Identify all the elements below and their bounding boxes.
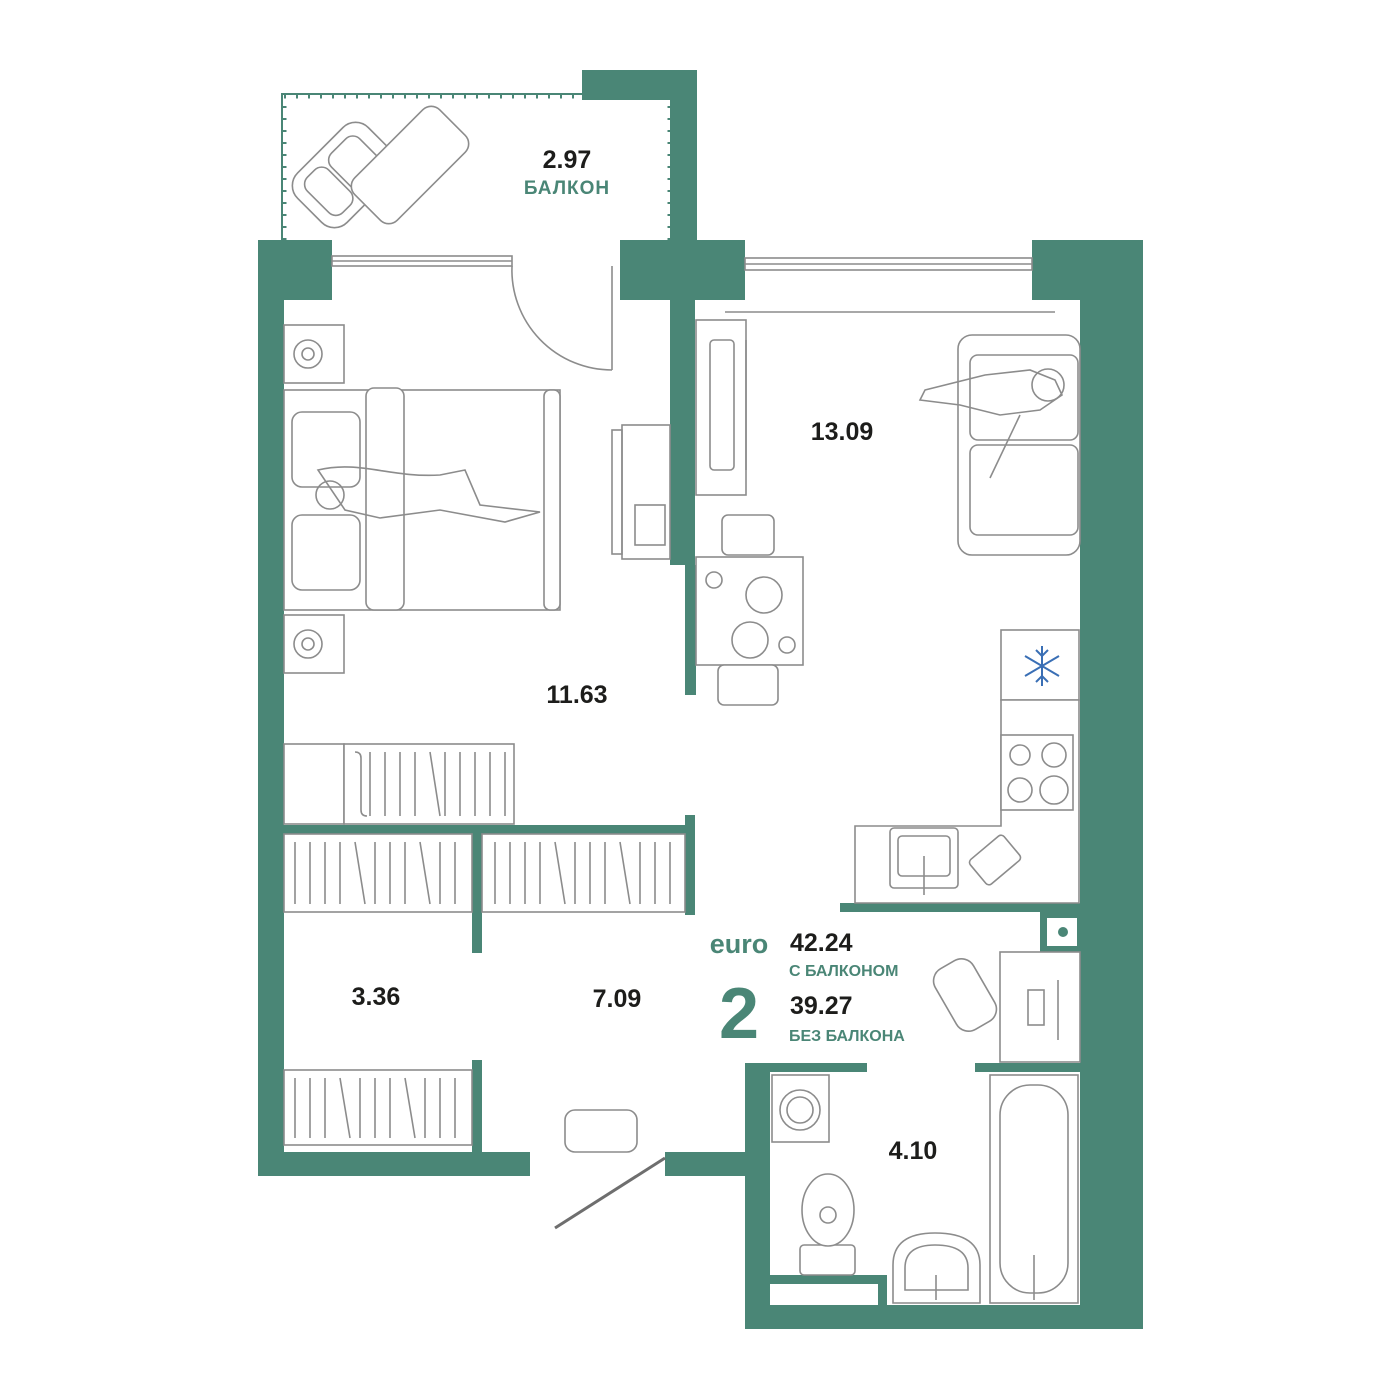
- bedroom-furniture: [283, 324, 671, 674]
- wall-entrance-jamb: [665, 1152, 745, 1176]
- wall-bathroom-top-right: [975, 1063, 1080, 1072]
- bedroom-area: 11.63: [546, 681, 607, 709]
- office-chair-icon: [932, 958, 998, 1032]
- apartment-summary: euro 2 42.24 С БАЛКОНОМ 39.27 БЕЗ БАЛКОН…: [710, 929, 906, 1054]
- wall-bottom-right: [745, 1305, 1143, 1329]
- wall-wardrobe-top: [284, 825, 694, 834]
- snowflake-icon: [1024, 646, 1060, 686]
- wardrobe-middle-right: [481, 833, 686, 913]
- bathtub-icon: [989, 1074, 1079, 1304]
- wall-bath-inner-2: [878, 1275, 887, 1305]
- nightstand-bottom: [283, 614, 345, 674]
- entrance-door: [554, 1156, 666, 1230]
- nightstand-top: [283, 324, 345, 384]
- with-balcony-label: С БАЛКОНОМ: [789, 963, 898, 980]
- balcony: [281, 93, 673, 371]
- sink-icon: [889, 827, 959, 895]
- wall-wardrobe-bottom-divider: [472, 1060, 482, 1152]
- lounger-icon: [350, 105, 470, 225]
- living-area: 13.09: [811, 418, 874, 446]
- balcony-area: 2.97: [543, 146, 592, 174]
- wardrobe-middle-left: [283, 833, 473, 913]
- total-with-balcony: 42.24: [790, 929, 853, 957]
- wall-left: [258, 240, 284, 1176]
- wall-kitchen-bottom: [840, 903, 1080, 912]
- total-without-balcony: 39.27: [790, 992, 853, 1020]
- shaft-dot-2: [1058, 927, 1068, 937]
- tv-icon: [695, 319, 747, 496]
- bathroom-area: 4.10: [889, 1137, 938, 1165]
- balcony-railing: [281, 93, 673, 240]
- wall-partition-lower: [685, 565, 696, 695]
- toilet-icon: [799, 1173, 856, 1276]
- room-labels: 2.97 БАЛКОН 11.63 13.09 3.36 7.09 4.10: [352, 146, 938, 1165]
- balcony-railing-base: [281, 93, 673, 240]
- desk-icon: [611, 424, 671, 560]
- balcony-door-swing: [511, 265, 613, 371]
- hallway-area: 7.09: [593, 985, 642, 1013]
- wardrobe-area: 3.36: [352, 983, 401, 1011]
- wall-bath-inner: [770, 1275, 878, 1284]
- living-furniture: [695, 257, 1081, 904]
- bathroom-fixtures: [771, 1074, 1079, 1304]
- washing-machine-icon: [771, 1074, 830, 1143]
- brand-label: euro: [710, 929, 769, 959]
- dining-table-icon: [695, 514, 804, 706]
- wall-right: [1080, 240, 1143, 1305]
- balcony-label: БАЛКОН: [524, 178, 610, 199]
- rooms-count: 2: [719, 974, 759, 1054]
- wall-top-left-block: [258, 240, 332, 300]
- bath-sink-icon: [892, 1232, 981, 1304]
- walls: [258, 70, 1143, 1329]
- wardrobe-lower: [283, 1069, 473, 1146]
- wardrobe-bedroom: [283, 743, 515, 825]
- wall-bottom-left: [258, 1152, 530, 1176]
- wall-wardrobe-divider: [472, 825, 482, 953]
- cutting-board-icon: [968, 834, 1022, 886]
- wall-wardrobe-right-stub: [685, 815, 695, 915]
- office-nook: [932, 951, 1081, 1063]
- hallway-pouf: [564, 1109, 638, 1153]
- stove-icon: [1000, 734, 1074, 811]
- without-balcony-label: БЕЗ БАЛКОНА: [789, 1028, 905, 1045]
- wall-top-mid: [620, 240, 745, 300]
- wardrobes: [283, 743, 686, 1146]
- wall-partition-vertical: [670, 300, 695, 565]
- bed-icon: [283, 387, 561, 611]
- wall-bathroom-left: [745, 1063, 770, 1329]
- sofa-icon: [918, 334, 1081, 556]
- wall-bathroom-top: [745, 1063, 867, 1072]
